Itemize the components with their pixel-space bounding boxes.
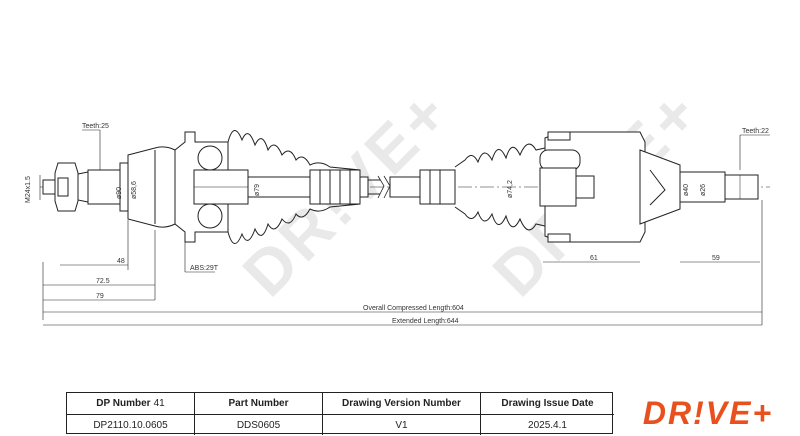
right-stub — [679, 171, 759, 203]
dim-79-len: 79 — [96, 293, 104, 300]
left-cv-joint — [127, 131, 249, 243]
title-block: DP Number 41 Part Number Drawing Version… — [66, 392, 614, 435]
left-boot — [227, 130, 361, 244]
dp-number-count: 41 — [153, 398, 165, 409]
dim-72: 72.5 — [96, 278, 110, 285]
drive-logo: DR!VE+ — [643, 395, 773, 431]
dim-59: 59 — [712, 255, 720, 262]
dim-overall: Overall Compressed Length:604 — [363, 305, 464, 312]
dim-26: ø26 — [700, 184, 707, 196]
dp-number-header: DP Number 41 — [67, 393, 195, 415]
dim-74: ø74,2 — [507, 180, 514, 198]
dim-teeth-left: Teeth:25 — [82, 123, 109, 130]
part-number-header: Part Number — [195, 393, 323, 415]
technical-drawing: DR!VE+ DR!VE+ — [25, 75, 770, 326]
dim-extended: Extended Length:644 — [392, 318, 459, 325]
dim-58: ø58,6 — [131, 181, 138, 199]
dp-number-value: DP2110.10.0605 — [67, 415, 195, 435]
issue-date-header: Drawing Issue Date — [481, 393, 614, 415]
dim-thread: M24x1.5 — [25, 176, 32, 203]
dp-number-label: DP Number — [96, 398, 151, 409]
shaft — [247, 169, 456, 205]
dim-79: ø79 — [254, 184, 261, 196]
right-boot — [454, 143, 546, 231]
dim-40: ø40 — [683, 184, 690, 196]
issue-date-value: 2025.4.1 — [528, 419, 567, 431]
dim-61: 61 — [590, 255, 598, 262]
dim-90: ø90 — [116, 187, 123, 199]
drawing-version-value: V1 — [323, 415, 481, 435]
part-number-value: DDS0605 — [195, 415, 323, 435]
dim-teeth-right: Teeth:22 — [742, 128, 769, 135]
right-cv-joint — [539, 131, 681, 243]
dim-48: 48 — [117, 258, 125, 265]
dim-abs: ABS:29T — [190, 265, 219, 272]
logo-text: DR!VE+ — [643, 395, 773, 431]
drawing-version-header: Drawing Version Number — [323, 393, 481, 415]
dimension-lines — [39, 129, 770, 326]
